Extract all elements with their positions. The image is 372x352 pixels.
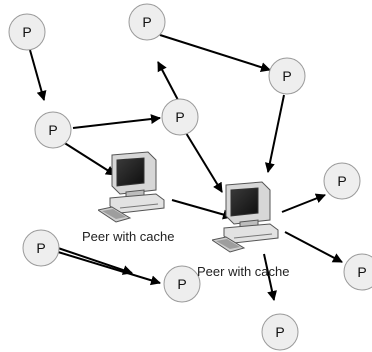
connection-edge: [57, 251, 161, 286]
peer-node: P: [323, 162, 361, 200]
connection-edge: [57, 247, 133, 275]
cache-peer-caption: Peer with cache: [197, 264, 290, 279]
connection-edge: [29, 49, 47, 101]
peer-node: P: [161, 98, 199, 136]
connection-edge: [157, 61, 179, 101]
cache-peer-caption: Peer with cache: [82, 229, 175, 244]
desktop-computer-icon: [98, 151, 165, 223]
peer-node: P: [22, 229, 60, 267]
peer-node: P: [268, 57, 306, 95]
peer-label: P: [357, 264, 366, 280]
cache-peer-right: Peer with cache: [197, 181, 290, 279]
connection-edge: [263, 253, 277, 301]
peer-node: P: [261, 313, 299, 351]
peer-label: P: [36, 240, 45, 256]
peer-node: P: [8, 13, 46, 51]
connection-edge: [72, 114, 161, 129]
connection-edge: [62, 141, 116, 176]
peer-label: P: [177, 276, 186, 292]
connection-edge: [281, 193, 326, 213]
cache-peer-left: Peer with cache: [82, 151, 175, 244]
peer-node: P: [128, 3, 166, 41]
connection-edge: [264, 94, 285, 173]
connections: [29, 34, 343, 301]
connection-edge: [185, 132, 223, 193]
peer-label: P: [282, 68, 291, 84]
peer-label: P: [48, 122, 57, 138]
peer-label: P: [337, 173, 346, 189]
peer-nodes: P P P P P P P P: [8, 3, 372, 351]
connection-edge: [171, 199, 233, 220]
peer-label: P: [22, 24, 31, 40]
desktop-computer-icon: [212, 181, 279, 253]
peer-label: P: [275, 324, 284, 340]
peer-node: P: [34, 111, 72, 149]
peer-label: P: [175, 109, 184, 125]
connection-edge: [159, 34, 271, 73]
connection-edge: [284, 231, 343, 263]
peer-label: P: [142, 14, 151, 30]
peer-node: P: [163, 265, 201, 303]
peer-node: P: [343, 253, 372, 291]
